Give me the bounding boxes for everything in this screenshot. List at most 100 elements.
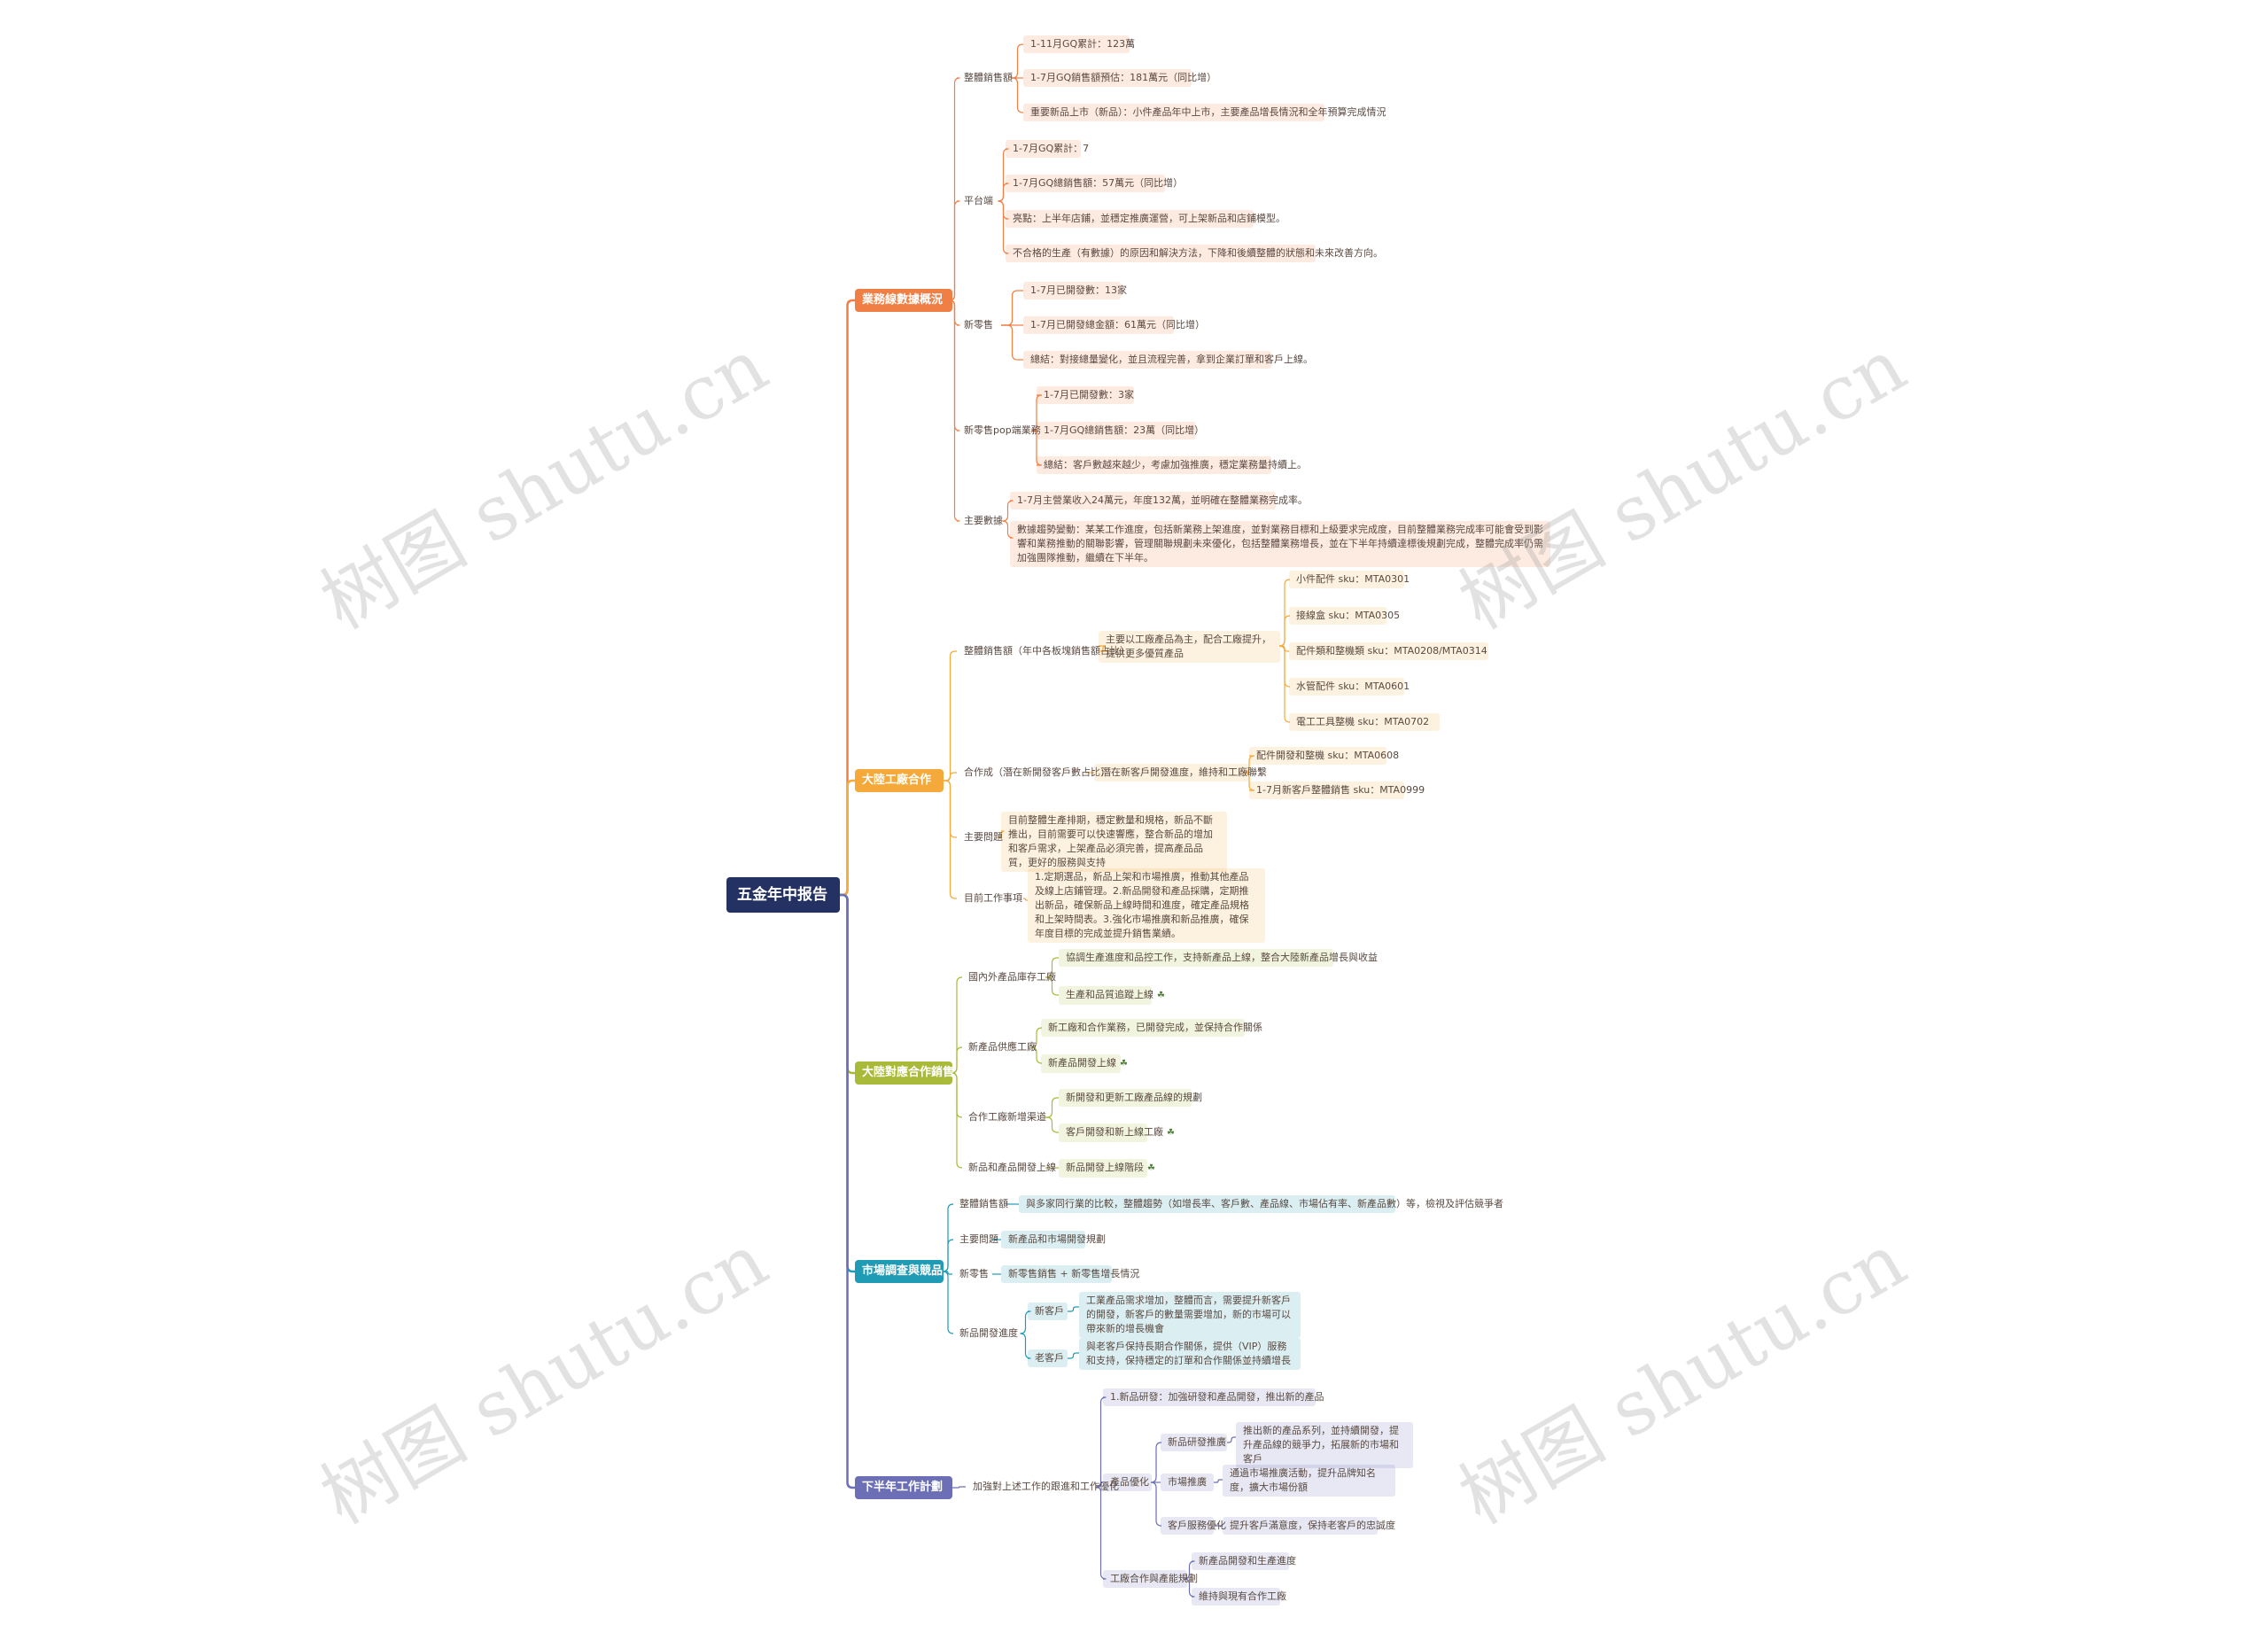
topic-node[interactable]: 推出新的產品系列，並持續開發，提升產品線的競爭力，拓展新的市場和客戶 (1236, 1422, 1413, 1468)
topic-node[interactable]: 潛在新客戶開發進度，維持和工廠聯繫 (1094, 764, 1267, 782)
branch-node[interactable]: 下半年工作計劃 (855, 1476, 952, 1499)
topic-node[interactable]: 目前整體生產排期，穩定數量和規格，新品不斷推出，目前需要可以快速響應，整合新品的… (1001, 812, 1227, 872)
node-label: 老客戶 (1035, 1352, 1064, 1364)
topic-node[interactable]: 1.定期選品，新品上架和市場推廣，推動其他產品及線上店鋪管理。2.新品開發和產品… (1028, 868, 1265, 943)
branch-node[interactable]: 大陸對應合作銷售 (855, 1061, 955, 1085)
node-label: 業務線數據概況 (862, 293, 944, 307)
topic-node[interactable]: 1-7月主營業收入24萬元，年度132萬，並明確在整體業務完成率。 (1010, 492, 1308, 509)
topic-node[interactable]: 電工工具整機 sku：MTA0702 (1289, 713, 1440, 731)
topic-node[interactable]: 新產品和市場開發規劃 (1001, 1231, 1106, 1248)
topic-node[interactable]: 新品開發進度 (952, 1325, 1023, 1342)
topic-node[interactable]: 1.新品研發：加強研發和產品開發，推出新的產品 (1103, 1388, 1324, 1406)
topic-node[interactable]: 1-7月GQ總銷售額：57萬元（同比增） (1006, 175, 1183, 192)
connector-line (1150, 1481, 1162, 1527)
connector-line (951, 1046, 963, 1074)
topic-node[interactable]: 提升客戶滿意度，保持老客戶的忠誠度 (1223, 1517, 1395, 1535)
topic-node[interactable]: 1-7月GQ總銷售額：23萬（同比增） (1037, 422, 1204, 439)
topic-node[interactable]: 數據趨勢變動：某某工作進度，包括新業務上架進度，並對業務目標和上級要求完成度，目… (1010, 521, 1550, 567)
topic-node[interactable]: 1-7月GQ銷售額預估：181萬元（同比增） (1023, 69, 1216, 87)
topic-node[interactable]: 工廠合作與產能規劃 (1103, 1570, 1198, 1588)
topic-node[interactable]: 總結：對接總量變化，並且流程完善，拿到企業訂單和客戶上線。 (1023, 351, 1313, 369)
topic-node[interactable]: 新產品供應工廠 (961, 1038, 1037, 1056)
node-label: 新品開發進度 (959, 1327, 1018, 1339)
topic-node[interactable]: 1-7月新客戶整體銷售 sku：MTA0999 (1249, 782, 1425, 799)
topic-node[interactable]: 合作工廠新增渠道 (961, 1108, 1046, 1126)
node-label: 小件配件 sku：MTA0301 (1296, 573, 1410, 585)
topic-node[interactable]: 加強對上述工作的跟進和工作優化 (966, 1478, 1119, 1496)
topic-node[interactable]: 新客戶 (1028, 1303, 1068, 1320)
connector-line (1001, 324, 1023, 361)
topic-node[interactable]: 新品和產品開發上線 (961, 1159, 1056, 1177)
topic-node[interactable]: 產品優化 (1103, 1474, 1152, 1491)
node-label: 大陸對應合作銷售 (862, 1066, 955, 1079)
topic-node[interactable]: 1-11月GQ累計：123萬 (1023, 35, 1135, 53)
node-label: 水管配件 sku：MTA0601 (1296, 680, 1410, 692)
topic-node[interactable]: 市場推廣 (1161, 1474, 1214, 1491)
connector-line (1020, 1333, 1031, 1359)
node-label: 平台端 (964, 195, 993, 206)
topic-node[interactable]: 新零售 (952, 1265, 992, 1283)
topic-node[interactable]: 亮點：上半年店鋪，並穩定推廣運營，可上架新品和店鋪模型。 (1006, 210, 1285, 228)
topic-node[interactable]: 水管配件 sku：MTA0601 (1289, 678, 1410, 696)
topic-node[interactable]: 與多家同行業的比較，整體趨勢（如增長率、客戶數、產品線、市場佔有率、新產品數）等… (1019, 1195, 1503, 1213)
topic-node[interactable]: 主要問題 (952, 1231, 998, 1248)
topic-node[interactable]: 客戶服務優化 (1161, 1517, 1226, 1535)
topic-node[interactable]: 新零售銷售 + 新零售增長情況 (1001, 1265, 1139, 1283)
topic-node[interactable]: 小件配件 sku：MTA0301 (1289, 571, 1410, 588)
topic-node[interactable]: 接線盒 sku：MTA0305 (1289, 607, 1400, 625)
topic-node[interactable]: 整體銷售額（年中各板塊銷售額占比） (957, 642, 1130, 660)
topic-node[interactable]: 不合格的生產（有數據）的原因和解決方法，下降和後續整體的狀態和未來改善方向。 (1006, 245, 1383, 262)
topic-node[interactable]: 新產品開發上線☘ (1041, 1054, 1128, 1073)
topic-node[interactable]: 國內外產品庫存工廠 (961, 968, 1056, 986)
topic-node[interactable]: 新品研發推廣 (1161, 1434, 1227, 1451)
topic-node[interactable]: 主要問題 (957, 828, 1003, 846)
topic-node[interactable]: 協調生產進度和品控工作，支持新產品上線，整合大陸新產品增長與收益 (1059, 949, 1378, 967)
topic-node[interactable]: 新開發和更新工廠產品線的規劃 (1059, 1089, 1202, 1107)
node-label: 潛在新客戶開發進度，維持和工廠聯繫 (1101, 766, 1267, 778)
topic-node[interactable]: 整體銷售額 (957, 69, 1013, 87)
connector-line (1002, 520, 1014, 539)
topic-node[interactable]: 主要以工廠產品為主，配合工廠提升，提供更多優質產品 (1099, 631, 1280, 663)
topic-node[interactable]: 重要新品上市（新品）：小件產品年中上市，主要產品增長情況和全年預算完成情況 (1023, 104, 1386, 121)
topic-node[interactable]: 1-7月已開發總金額：61萬元（同比增） (1023, 316, 1205, 334)
topic-node[interactable]: 平台端 (957, 192, 1001, 210)
topic-node[interactable]: 1-7月已開發數：13家 (1023, 282, 1127, 299)
topic-node[interactable]: 新工廠和合作業務，已開發完成，並保持合作關係 (1041, 1019, 1262, 1037)
node-label: 新產品和市場開發規劃 (1008, 1233, 1106, 1245)
topic-node[interactable]: 整體銷售額 (952, 1195, 1008, 1213)
topic-node[interactable]: 1-7月已開發數：3家 (1037, 386, 1134, 404)
topic-node[interactable]: 通過市場推廣活動，提升品牌知名度，擴大市場份額 (1223, 1465, 1395, 1497)
branch-node[interactable]: 業務線數據概況 (855, 289, 952, 312)
node-label: 總結：客戶數越來越少，考慮加強推廣，穩定業務量持續上。 (1044, 459, 1307, 470)
topic-node[interactable]: 生產和品質追蹤上線☘ (1059, 986, 1165, 1005)
connector-line (944, 772, 957, 782)
node-label: 整體銷售額（年中各板塊銷售額占比） (964, 645, 1130, 657)
topic-node[interactable]: 總結：客戶數越來越少，考慮加強推廣，穩定業務量持續上。 (1037, 456, 1307, 474)
connector-line (951, 1072, 963, 1169)
topic-node[interactable]: 新零售 (957, 316, 1001, 334)
mind-map-root[interactable]: 五金年中报告 (726, 877, 840, 913)
topic-node[interactable]: 客戶開發和新上線工廠☘ (1059, 1124, 1175, 1142)
topic-node[interactable]: 工業產品需求增加，整體而言，需要提升新客戶的開發，新客戶的數量需要增加，新的市場… (1079, 1292, 1301, 1338)
connector-line (1045, 1116, 1059, 1133)
topic-node[interactable]: 目前工作事項 (957, 890, 1023, 907)
topic-node[interactable]: 配件開發和整機 sku：MTA0608 (1249, 747, 1399, 765)
topic-node[interactable]: 新產品開發和生產進度 (1192, 1552, 1296, 1570)
topic-node[interactable]: 合作成（潛在新開發客戶數占比） (957, 764, 1110, 782)
node-label: 主要數據 (964, 515, 1003, 526)
node-label: 與老客戶保持長期合作關係，提供（VIP）服務和支持，保持穩定的訂單和合作關係並持… (1086, 1341, 1291, 1366)
branch-node[interactable]: 大陸工廠合作 (855, 769, 944, 792)
topic-node[interactable]: 配件類和整機類 sku：MTA0208/MTA0314 (1289, 642, 1488, 660)
branch-node[interactable]: 市場調查與競品 (855, 1260, 944, 1283)
topic-node[interactable]: 新品開發上線階段☘ (1059, 1159, 1155, 1178)
topic-node[interactable]: 主要數據 (957, 512, 1006, 530)
topic-node[interactable]: 維持與現有合作工廠 (1192, 1588, 1286, 1606)
topic-node[interactable]: 新零售pop端業務 (957, 422, 1041, 439)
connector-line (1045, 957, 1059, 978)
node-label: 目前工作事項 (964, 892, 1022, 904)
topic-node[interactable]: 1-7月GQ累計：7 (1006, 140, 1089, 158)
node-label: 市場推廣 (1168, 1476, 1207, 1488)
topic-node[interactable]: 與老客戶保持長期合作關係，提供（VIP）服務和支持，保持穩定的訂單和合作關係並持… (1079, 1338, 1301, 1370)
topic-node[interactable]: 老客戶 (1028, 1349, 1068, 1367)
